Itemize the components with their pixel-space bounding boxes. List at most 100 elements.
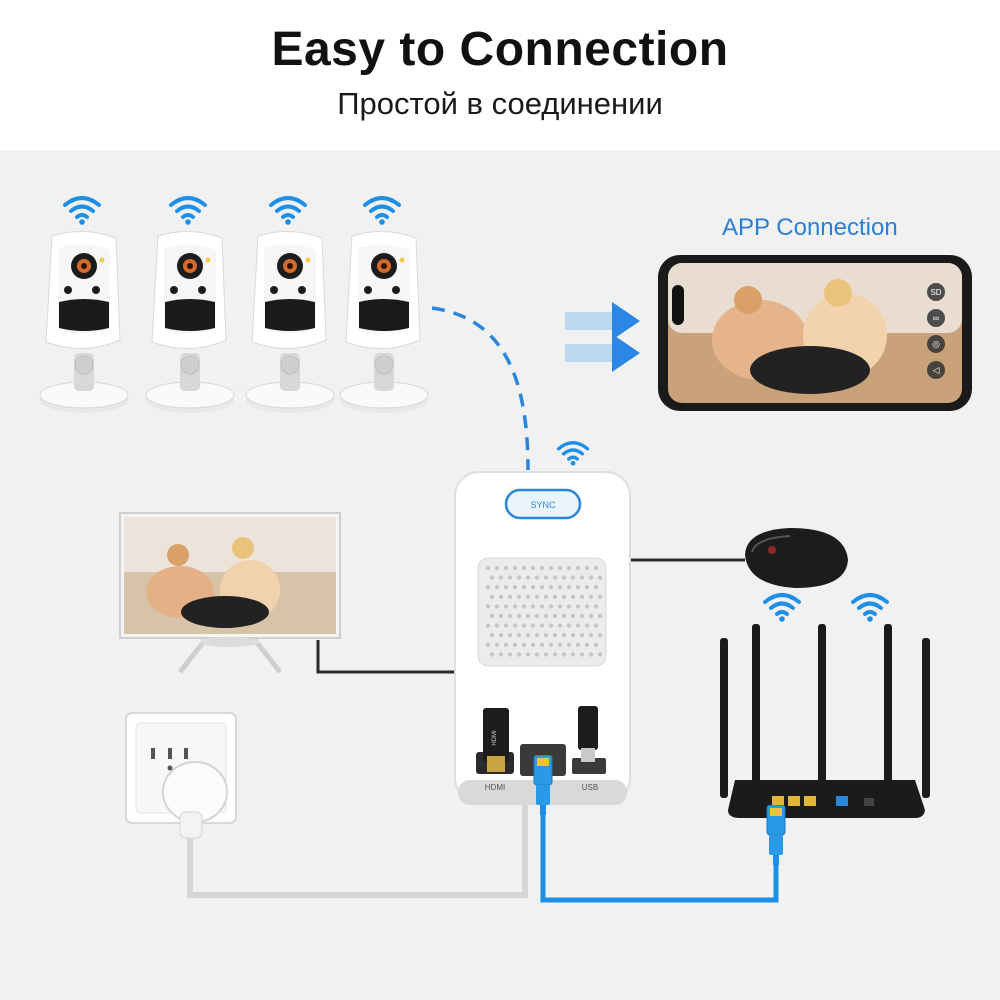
vent-hole: [552, 594, 558, 599]
vent-hole: [584, 604, 590, 609]
vent-hole: [507, 613, 513, 619]
hdmi-plug-label: HDMI: [492, 730, 498, 746]
vent-hole: [516, 633, 522, 638]
power-plug-icon: [162, 761, 228, 839]
router-icon: [720, 593, 930, 818]
vent-hole: [512, 604, 518, 609]
vent-hole: [548, 623, 554, 628]
vent-hole: [588, 575, 594, 580]
vent-hole: [575, 623, 581, 628]
vent-hole: [530, 604, 536, 609]
vent-hole: [539, 604, 545, 609]
wifi-icon: [363, 196, 401, 225]
vent-hole: [521, 623, 527, 628]
camera-link-dashed: [431, 306, 530, 471]
vent-hole: [516, 575, 522, 580]
vent-hole: [543, 594, 549, 599]
vent-hole: [557, 642, 563, 647]
vent-hole: [539, 565, 545, 571]
camera-icon: [145, 230, 235, 414]
vent-hole: [593, 585, 599, 590]
vent-hole: [489, 633, 495, 638]
vent-hole: [552, 613, 558, 619]
vent-hole: [494, 604, 500, 609]
vent-hole: [534, 633, 540, 638]
vent-hole: [534, 575, 540, 580]
vent-hole: [534, 613, 540, 619]
vent-hole: [507, 652, 513, 657]
monitor-icon: [119, 512, 341, 674]
vent-hole: [597, 594, 603, 599]
vent-hole: [503, 585, 509, 590]
usb-port-label: USB: [582, 783, 598, 792]
hdmi-plug: HDMI: [483, 708, 509, 772]
header: Easy to Connection Простой в соединении: [0, 0, 1000, 150]
mouse-icon: [745, 528, 848, 588]
vent-hole: [507, 633, 513, 638]
vent-hole: [593, 642, 599, 647]
vent-hole: [498, 652, 504, 657]
wifi-icon: [63, 196, 101, 225]
wifi-icon: [763, 593, 801, 622]
vent-hole: [530, 623, 536, 628]
vent-hole: [566, 642, 572, 647]
sync-button: [504, 488, 582, 520]
vent-hole: [548, 565, 554, 571]
vent-hole: [489, 613, 495, 619]
vent-hole: [561, 613, 567, 619]
wifi-icon: [169, 196, 207, 225]
vent-hole: [498, 633, 504, 638]
vent-hole: [485, 623, 491, 628]
vent-hole: [579, 575, 585, 580]
vent-hole: [534, 652, 540, 657]
vent-hole: [588, 613, 594, 619]
vent-hole: [584, 623, 590, 628]
vent-hole: [548, 642, 554, 647]
vent-hole: [494, 585, 500, 590]
arrow-right-icon: [565, 302, 640, 340]
vent-hole: [575, 565, 581, 571]
vent-hole: [485, 585, 491, 590]
vent-hole: [593, 623, 599, 628]
vent-hole: [503, 604, 509, 609]
vent-hole: [498, 575, 504, 580]
app-connection-label: APP Connection: [722, 214, 898, 241]
ethernet-cable: [540, 815, 779, 903]
vent-hole: [588, 594, 594, 599]
vent-hole: [543, 575, 549, 580]
vent-hole: [494, 623, 500, 628]
vent-hole: [489, 594, 495, 599]
wifi-icon: [851, 593, 889, 622]
usb-plug: [578, 706, 598, 762]
vent-hole: [485, 565, 491, 571]
vent-hole: [543, 633, 549, 638]
vent-hole: [575, 585, 581, 590]
vent-hole: [543, 652, 549, 657]
vent-hole: [584, 642, 590, 647]
camera-icon: [339, 230, 429, 414]
vent-hole: [489, 575, 495, 580]
vent-hole: [566, 565, 572, 571]
vent-hole: [566, 604, 572, 609]
vent-hole: [557, 604, 563, 609]
vent-hole: [552, 652, 558, 657]
smartphone-icon: SD ∞ ◎ ◁: [658, 255, 972, 411]
camera-icon: [39, 230, 129, 414]
vent-hole: [566, 623, 572, 628]
vent-hole: [521, 604, 527, 609]
vent-hole: [597, 575, 603, 580]
vent-hole: [597, 633, 603, 638]
vent-hole: [588, 652, 594, 657]
vent-hole: [570, 613, 576, 619]
vent-hole: [494, 642, 500, 647]
vent-hole: [566, 585, 572, 590]
vent-hole: [494, 565, 500, 571]
vent-hole: [498, 613, 504, 619]
vent-hole: [570, 575, 576, 580]
vent-hole: [557, 623, 563, 628]
vent-hole: [521, 585, 527, 590]
vent-hole: [530, 565, 536, 571]
vent-hole: [539, 642, 545, 647]
vent-hole: [561, 594, 567, 599]
